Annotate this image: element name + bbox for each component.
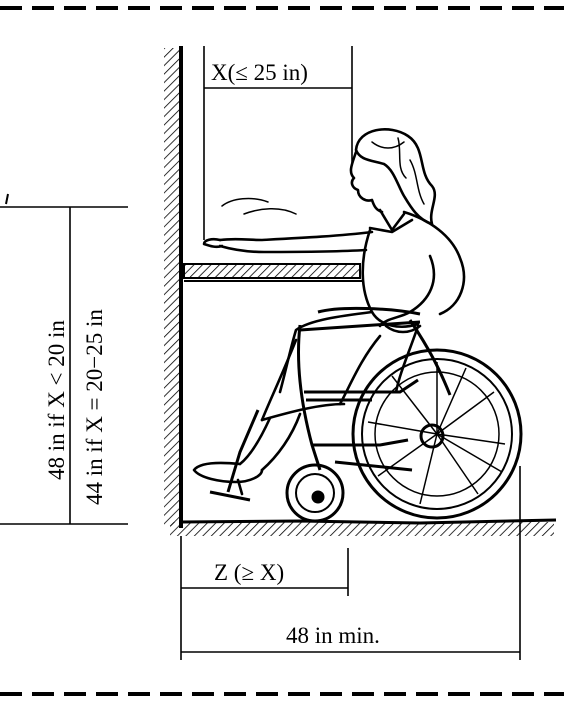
height-dimension xyxy=(0,193,128,525)
reach-label: X(≤ 25 in) xyxy=(211,60,308,85)
height-label-under-20: 48 in if X < 20 in xyxy=(44,320,69,480)
floor-space-dimension xyxy=(181,466,521,660)
counter xyxy=(183,263,362,282)
floor-space-label: 48 in min. xyxy=(286,623,380,648)
seated-person xyxy=(192,128,466,496)
reach-dimension xyxy=(203,46,353,240)
floor xyxy=(170,518,557,536)
wheelchair xyxy=(209,306,523,523)
height-label-20-to-25: 44 in if X = 20−25 in xyxy=(82,309,107,505)
knee-clearance-dimension xyxy=(180,536,349,660)
wall xyxy=(164,46,183,528)
knee-clearance-label: Z (≥ X) xyxy=(214,560,284,585)
